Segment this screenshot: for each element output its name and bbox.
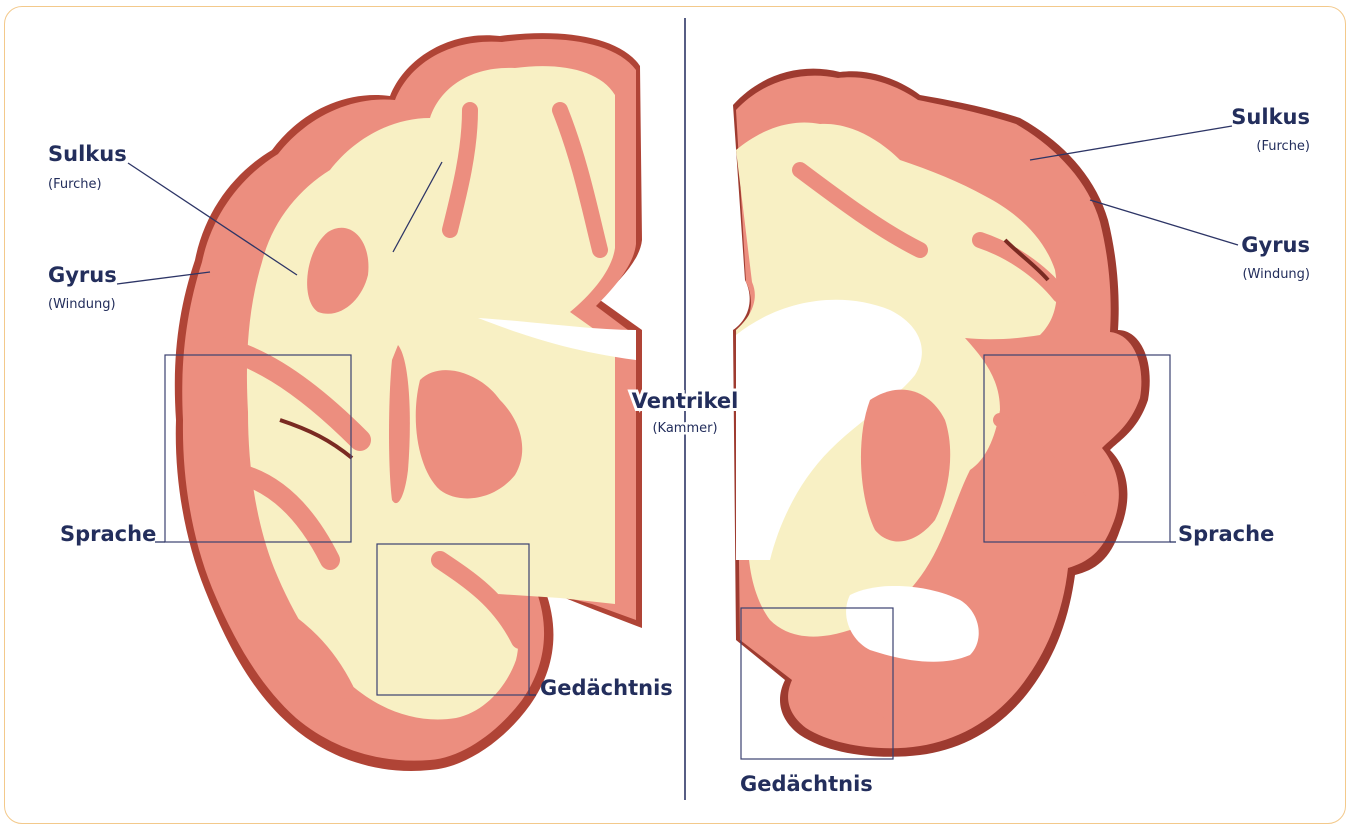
right-sprache-label: Sprache (1178, 522, 1274, 546)
left-hemisphere (175, 33, 642, 771)
left-gyrus-translation: (Windung) (48, 297, 116, 312)
right-sulkus-leader (1030, 126, 1232, 160)
right-gyrus-term: Gyrus (1241, 233, 1310, 257)
ventrikel-translation: (Kammer) (652, 421, 717, 436)
right-gyrus-translation: (Windung) (1242, 267, 1310, 282)
right-hemisphere (733, 69, 1150, 757)
left-gedaechtnis-label: Gedächtnis (540, 676, 673, 700)
right-sulkus-term: Sulkus (1231, 105, 1310, 129)
right-sulkus-translation: (Furche) (1256, 139, 1310, 154)
ventrikel-term: Ventrikel (632, 389, 739, 413)
left-sulkus-term: Sulkus (48, 142, 127, 166)
left-sulkus-translation: (Furche) (48, 177, 102, 192)
right-gedaechtnis-label: Gedächtnis (740, 772, 873, 796)
right-gyrus-leader (1090, 200, 1238, 245)
left-sprache-label: Sprache (60, 522, 156, 546)
left-gyrus-term: Gyrus (48, 263, 117, 287)
